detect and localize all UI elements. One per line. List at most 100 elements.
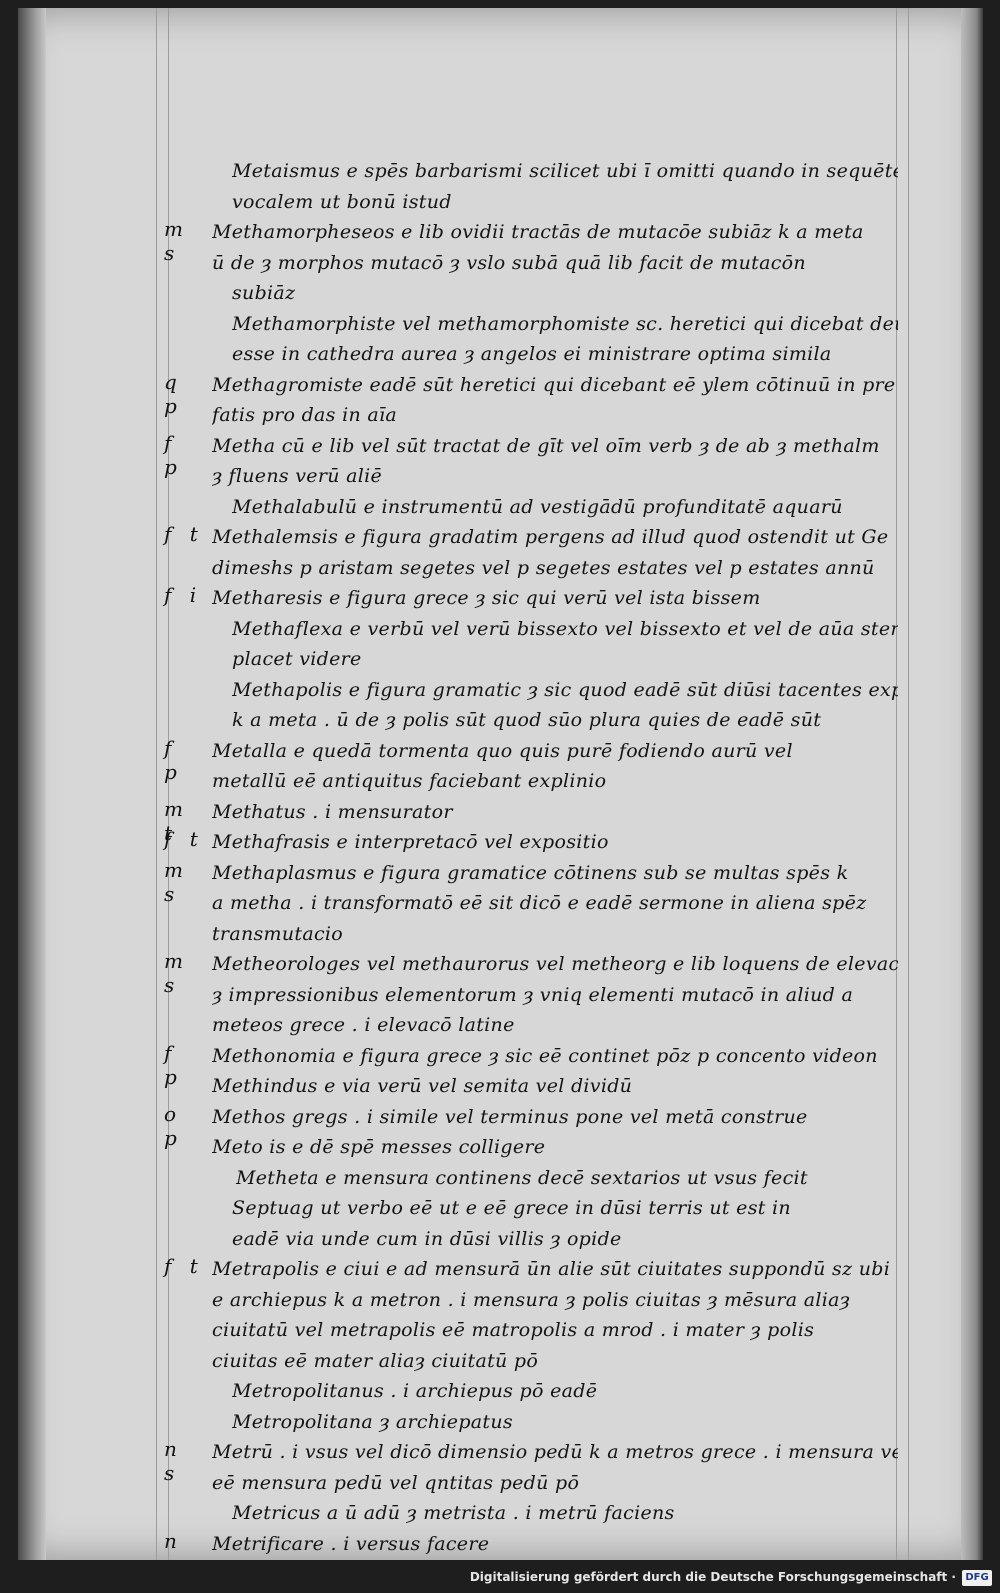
manuscript-line: f p Methonomia e figura grece ȝ sic eē co… (164, 1041, 898, 1089)
manuscript-line: Methindus e via verū vel semita vel divi… (168, 1071, 898, 1102)
margin-rule (896, 8, 897, 1560)
line-text: transmutacio (212, 922, 344, 945)
line-text: Metrificare . i versus facere (212, 1532, 490, 1555)
line-text: Methamorphiste vel methamorphomiste sc. … (232, 312, 898, 335)
manuscript-line: transmutacio (168, 919, 898, 950)
line-text: Methaflexa e verbū vel verū bissexto vel… (232, 617, 898, 640)
manuscript-line: m t Methatus . i mensurator (164, 797, 898, 845)
manuscript-line: metallū eē antiquitus faciebant explinio (168, 766, 898, 797)
margin-note: n p (164, 1528, 183, 1561)
line-text: ȝ fluens verū aliē (212, 465, 383, 487)
line-text: Methafrasis e interpretacō vel expositio (212, 831, 609, 853)
manuscript-line: Methalabulū e instrumentū ad vestigādū p… (168, 492, 898, 523)
line-text: Metha cū e lib vel sūt tractat de gīt ve… (212, 434, 880, 457)
margin-note: m t (164, 796, 189, 845)
manuscript-line: n p Metrificare . i versus facere (164, 1529, 898, 1561)
line-text: Meto is e dē spē messes colligere (212, 1136, 546, 1158)
margin-rule (908, 8, 909, 1560)
line-text: Metaismus e spēs barbarismi scilicet ubi… (232, 160, 898, 182)
line-text: Methindus e via verū vel semita vel divi… (212, 1075, 633, 1097)
manuscript-line: Meto is e dē spē messes colligere (168, 1132, 898, 1163)
line-text: Methatus . i mensurator (212, 800, 453, 823)
line-text: Methaplasmus e figura gramatice cōtinens… (212, 861, 849, 884)
manuscript-line: Metheta e mensura continens decē sextari… (168, 1163, 898, 1194)
manuscript-page: Metaismus e spēs barbarismi scilicet ubi… (18, 8, 983, 1560)
manuscript-line: k a meta . ū de ȝ polis sūt quod sūo plu… (168, 705, 898, 736)
funding-credit: Digitalisierung gefördert durch die Deut… (469, 1570, 956, 1584)
line-text: Methalabulū e instrumentū ad vestigādū p… (232, 495, 843, 518)
manuscript-line: vocalem ut bonū istud (168, 187, 898, 218)
margin-note: f t (164, 1254, 204, 1278)
line-text: ciuitas eē mater aliaȝ ciuitatū pō (212, 1349, 539, 1372)
manuscript-line: q p Methagromiste eadē sūt heretici qui d… (164, 370, 898, 418)
margin-rule (168, 8, 169, 1560)
manuscript-line: f i Metharesis e figura grece ȝ sic qui v… (164, 583, 898, 614)
manuscript-line: ciuitatū vel metrapolis eē matropolis a … (168, 1315, 898, 1346)
manuscript-line: Septuag ut verbo eē ut e eē grece in dūs… (168, 1193, 898, 1224)
line-text: meteos grece . i elevacō latine (212, 1014, 515, 1036)
line-text: Methalemsis e figura gradatim pergens ad… (212, 526, 889, 548)
line-text: Metrapolis e ciui e ad mensurā ūn alie s… (212, 1258, 891, 1280)
page-edge-right (961, 8, 983, 1560)
manuscript-line: Metropolitanus . i archiepus pō eadē (168, 1376, 898, 1407)
manuscript-line: ȝ impressionibus elementorum ȝ vniq elem… (168, 980, 898, 1011)
line-text: subiāz (232, 282, 296, 304)
margin-note: n s (164, 1437, 183, 1485)
line-text: Metharesis e figura grece ȝ sic qui verū… (212, 587, 761, 609)
manuscript-line: esse in cathedra aurea ȝ angelos ei mini… (168, 339, 898, 370)
manuscript-line: Methapolis e figura gramatic ȝ sic quod … (168, 675, 898, 706)
margin-note: q p (164, 369, 183, 418)
manuscript-line: eē mensura pedū vel qntitas pedū pō (168, 1468, 898, 1499)
manuscript-line: n s Metrū . i vsus vel dicō dimensio pedū… (164, 1437, 898, 1485)
manuscript-line: subiāz (168, 278, 898, 309)
margin-note: m s (164, 949, 189, 997)
margin-rule (156, 8, 157, 1560)
margin-note: f i (164, 583, 203, 607)
manuscript-line: dimeshs p aristam segetes vel p segetes … (168, 553, 898, 584)
line-text: Methagromiste eadē sūt heretici qui dice… (212, 373, 896, 396)
line-text: esse in cathedra aurea ȝ angelos ei mini… (232, 343, 832, 365)
line-text: Metricus a ū adū ȝ metrista . i metrū fa… (232, 1502, 675, 1524)
line-text: Metrū . i vsus vel dicō dimensio pedū k … (212, 1441, 898, 1463)
margin-note: m s (164, 857, 189, 906)
page-edge-left (18, 8, 46, 1560)
manuscript-line: ū de ȝ morphos mutacō ȝ vslo subā quā li… (168, 248, 898, 279)
line-text: ȝ impressionibus elementorum ȝ vniq elem… (212, 983, 854, 1006)
manuscript-line: f t Methalemsis e figura gradatim pergens… (164, 522, 898, 553)
manuscript-line: ciuitas eē mater aliaȝ ciuitatū pō (168, 1346, 898, 1377)
manuscript-line: meteos grece . i elevacō latine (168, 1010, 898, 1041)
manuscript-line: Metaismus e spēs barbarismi scilicet ubi… (168, 156, 898, 187)
margin-note: m s (164, 217, 189, 265)
line-text: Metheorologes vel methaurorus vel metheo… (212, 953, 898, 975)
line-text: metallū eē antiquitus faciebant explinio (212, 770, 607, 792)
margin-note: f p (164, 1040, 183, 1089)
line-text: Metropolitanus . i archiepus pō eadē (232, 1380, 598, 1402)
manuscript-line: placet videre (168, 644, 898, 675)
line-text: placet videre (232, 648, 362, 670)
line-text: Metalla e quedā tormenta quo quis purē f… (212, 739, 793, 762)
manuscript-line: eadē via unde cum in dūsi villis ȝ opide (168, 1224, 898, 1255)
manuscript-line: m s Methamorpheseos e lib ovidii tractās … (164, 217, 898, 265)
line-text: ū de ȝ morphos mutacō ȝ vslo subā quā li… (212, 251, 806, 274)
line-text: eē mensura pedū vel qntitas pedū pō (212, 1471, 580, 1494)
margin-note: f t (164, 522, 204, 546)
line-text: Methonomia e figura grece ȝ sic eē conti… (212, 1044, 878, 1067)
line-text: Methos gregs . i simile vel terminus pon… (212, 1105, 808, 1128)
line-text: a metha . i transformatō eē sit dicō e e… (212, 892, 867, 914)
line-text: eadē via unde cum in dūsi villis ȝ opide (232, 1227, 622, 1250)
margin-note: o p (164, 1101, 183, 1150)
line-text: Septuag ut verbo eē ut e eē grece in dūs… (232, 1197, 791, 1219)
line-text: dimeshs p aristam segetes vel p segetes … (212, 556, 875, 579)
manuscript-line: f t Metrapolis e ciui e ad mensurā ūn ali… (164, 1254, 898, 1285)
line-text: Methamorpheseos e lib ovidii tractās de … (212, 221, 864, 243)
manuscript-line: m s Methaplasmus e figura gramatice cōtin… (164, 858, 898, 906)
line-text: Methapolis e figura gramatic ȝ sic quod … (232, 678, 898, 701)
manuscript-line: Metropolitana ȝ archiepatus (168, 1407, 898, 1438)
manuscript-line: Methamorphiste vel methamorphomiste sc. … (168, 309, 898, 340)
manuscript-line: fatis pro das in aīa (168, 400, 898, 431)
manuscript-line: e archiepus k a metron . i mensura ȝ pol… (168, 1285, 898, 1316)
manuscript-text: Metaismus e spēs barbarismi scilicet ubi… (164, 156, 898, 1561)
